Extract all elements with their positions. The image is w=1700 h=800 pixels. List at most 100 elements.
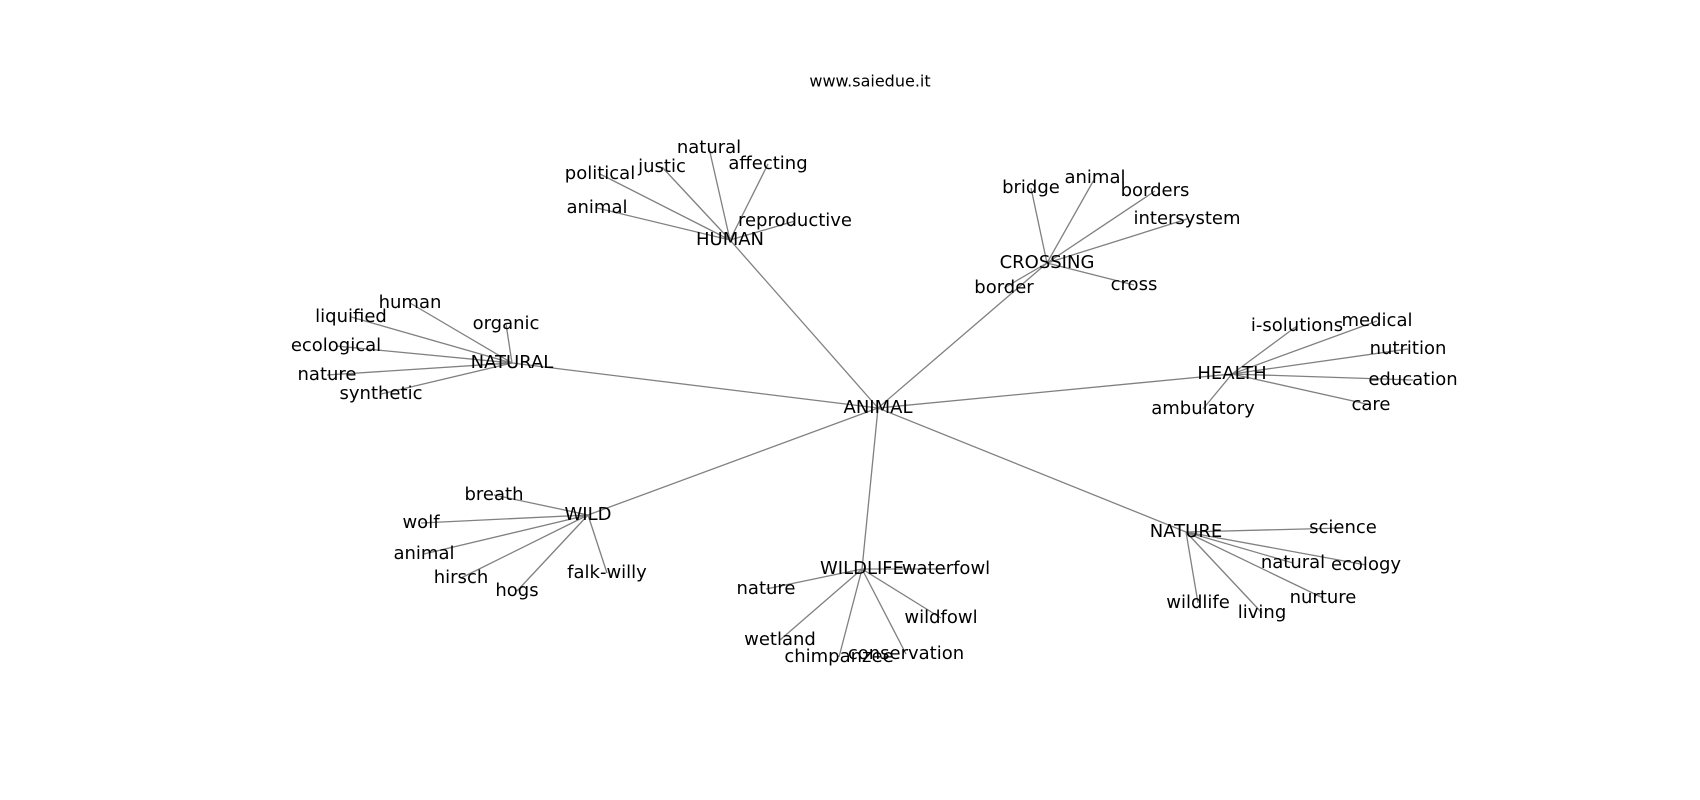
edge-wild-wolf <box>420 514 589 524</box>
leaf-node-label-hogs: hogs <box>495 580 538 601</box>
leaf-node-label-animal: animal <box>393 543 454 564</box>
edge-wild-hirsch <box>460 514 589 579</box>
edge-crossing-borders <box>1046 190 1156 264</box>
edges-layer <box>326 147 1414 658</box>
edge-wildlife-wetland <box>779 568 863 641</box>
site-url: www.saiedue.it <box>809 72 930 91</box>
edge-human-affecting <box>729 163 769 241</box>
hub-node-label-crossing: CROSSING <box>1000 252 1095 273</box>
edge-human-animal <box>596 207 731 241</box>
leaf-node-label-hirsch: hirsch <box>434 567 489 588</box>
edge-wild-falk-willy <box>587 514 608 574</box>
leaf-node-label-nature: nature <box>298 364 357 385</box>
edge-nature-living <box>1185 531 1263 614</box>
edge-natural-nature <box>326 362 513 376</box>
edge-root-human <box>729 239 879 409</box>
leaf-node-label-nurture: nurture <box>1290 587 1357 608</box>
hub-node-label-health: HEALTH <box>1197 363 1266 384</box>
edge-health-nutrition <box>1231 348 1409 375</box>
leaf-node-label-nature: nature <box>737 578 796 599</box>
leaf-node-label-liquified: liquified <box>315 306 387 327</box>
edge-natural-synthetic <box>380 362 513 395</box>
edge-wildlife-nature <box>765 568 863 590</box>
edge-wildlife-chimpanzee <box>838 568 863 658</box>
edge-nature-nurture <box>1185 531 1324 599</box>
edge-wild-animal <box>423 514 589 555</box>
hub-node-label-wildlife: WILDLIFE <box>820 558 904 579</box>
edge-wildlife-wildfowl <box>861 568 942 619</box>
hub-node-label-natural: NATURAL <box>471 352 554 373</box>
edge-health-education <box>1231 373 1414 381</box>
edge-root-crossing <box>877 262 1048 409</box>
leaf-node-label-organic: organic <box>473 313 540 334</box>
leaf-node-label-justic: justic <box>637 156 686 177</box>
edge-human-natural <box>708 147 731 241</box>
edge-crossing-cross <box>1046 262 1135 286</box>
edge-wild-hogs <box>516 514 589 592</box>
leaf-node-label-border: border <box>974 277 1034 298</box>
leaf-node-label-wildlife: wildlife <box>1166 592 1230 613</box>
leaf-node-label-animal: animal <box>566 197 627 218</box>
leaf-node-label-education: education <box>1368 369 1457 390</box>
leaf-node-label-political: political <box>565 163 635 184</box>
edge-nature-natural <box>1185 531 1294 564</box>
leaf-node-label-human: human <box>379 292 442 313</box>
leaf-node-label-wolf: wolf <box>402 512 440 533</box>
edge-crossing-intersystem <box>1046 218 1188 264</box>
leaf-node-label-i-solutions: i-solutions <box>1251 315 1343 336</box>
leaf-node-label-ambulatory: ambulatory <box>1151 398 1255 419</box>
edge-natural-ecological <box>335 345 513 364</box>
leaf-node-label-natural: natural <box>1261 552 1325 573</box>
leaf-node-label-borders: borders <box>1121 180 1190 201</box>
leaf-node-label-falk-willy: falk-willy <box>567 562 647 583</box>
edge-health-medical <box>1231 320 1378 375</box>
edge-root-wildlife <box>861 407 879 570</box>
leaf-node-label-ecology: ecology <box>1331 554 1401 575</box>
edge-root-nature <box>877 407 1187 533</box>
edge-wild-breath <box>493 494 589 516</box>
leaf-node-label-wildfowl: wildfowl <box>904 607 977 628</box>
leaf-node-label-intersystem: intersystem <box>1133 208 1240 229</box>
edge-human-justic <box>661 166 731 241</box>
edge-natural-human <box>409 302 513 364</box>
leaf-node-label-breath: breath <box>464 484 523 505</box>
edge-crossing-animal <box>1046 177 1096 264</box>
leaf-node-label-wetland: wetland <box>744 629 816 650</box>
leaf-node-label-natural: natural <box>677 137 741 158</box>
root-node-label: ANIMAL <box>844 397 913 418</box>
hub-node-label-human: HUMAN <box>696 229 764 250</box>
leaf-node-label-medical: medical <box>1342 310 1413 331</box>
edge-nature-ecology <box>1185 531 1367 566</box>
leaf-node-label-synthetic: synthetic <box>340 383 423 404</box>
leaf-node-label-ecological: ecological <box>291 335 381 356</box>
leaf-node-label-reproductive: reproductive <box>738 210 852 231</box>
hub-node-label-nature: NATURE <box>1150 521 1222 542</box>
edge-nature-wildlife <box>1185 531 1199 604</box>
leaf-node-label-conservation: conservation <box>848 643 964 664</box>
edge-health-i-solutions <box>1231 325 1298 375</box>
edge-root-natural <box>511 362 879 409</box>
leaf-node-label-chimpanzee: chimpanzee <box>784 646 893 667</box>
leaf-node-label-affecting: affecting <box>728 153 807 174</box>
edge-root-wild <box>587 407 879 516</box>
edge-root-health <box>877 373 1233 409</box>
edge-health-ambulatory <box>1202 373 1233 410</box>
edge-human-reproductive <box>729 220 796 241</box>
leaf-node-label-bridge: bridge <box>1002 177 1060 198</box>
edge-nature-science <box>1185 527 1344 533</box>
edge-wildlife-conservation <box>861 568 907 655</box>
hub-node-label-wild: WILD <box>565 504 612 525</box>
edge-crossing-border <box>1003 262 1048 289</box>
edge-human-political <box>599 173 731 241</box>
leaf-node-label-care: care <box>1351 394 1390 415</box>
edge-natural-liquified <box>350 316 513 364</box>
leaf-node-label-cross: cross <box>1111 274 1158 295</box>
leaf-node-label-science: science <box>1309 517 1377 538</box>
leaf-node-label-living: living <box>1238 602 1287 623</box>
edge-crossing-bridge <box>1030 187 1048 264</box>
leaf-node-label-animal: animal <box>1064 167 1125 188</box>
leaf-node-label-waterfowl: waterfowl <box>902 558 990 579</box>
edge-natural-organic <box>505 323 513 364</box>
leaf-node-label-nutrition: nutrition <box>1370 338 1447 359</box>
